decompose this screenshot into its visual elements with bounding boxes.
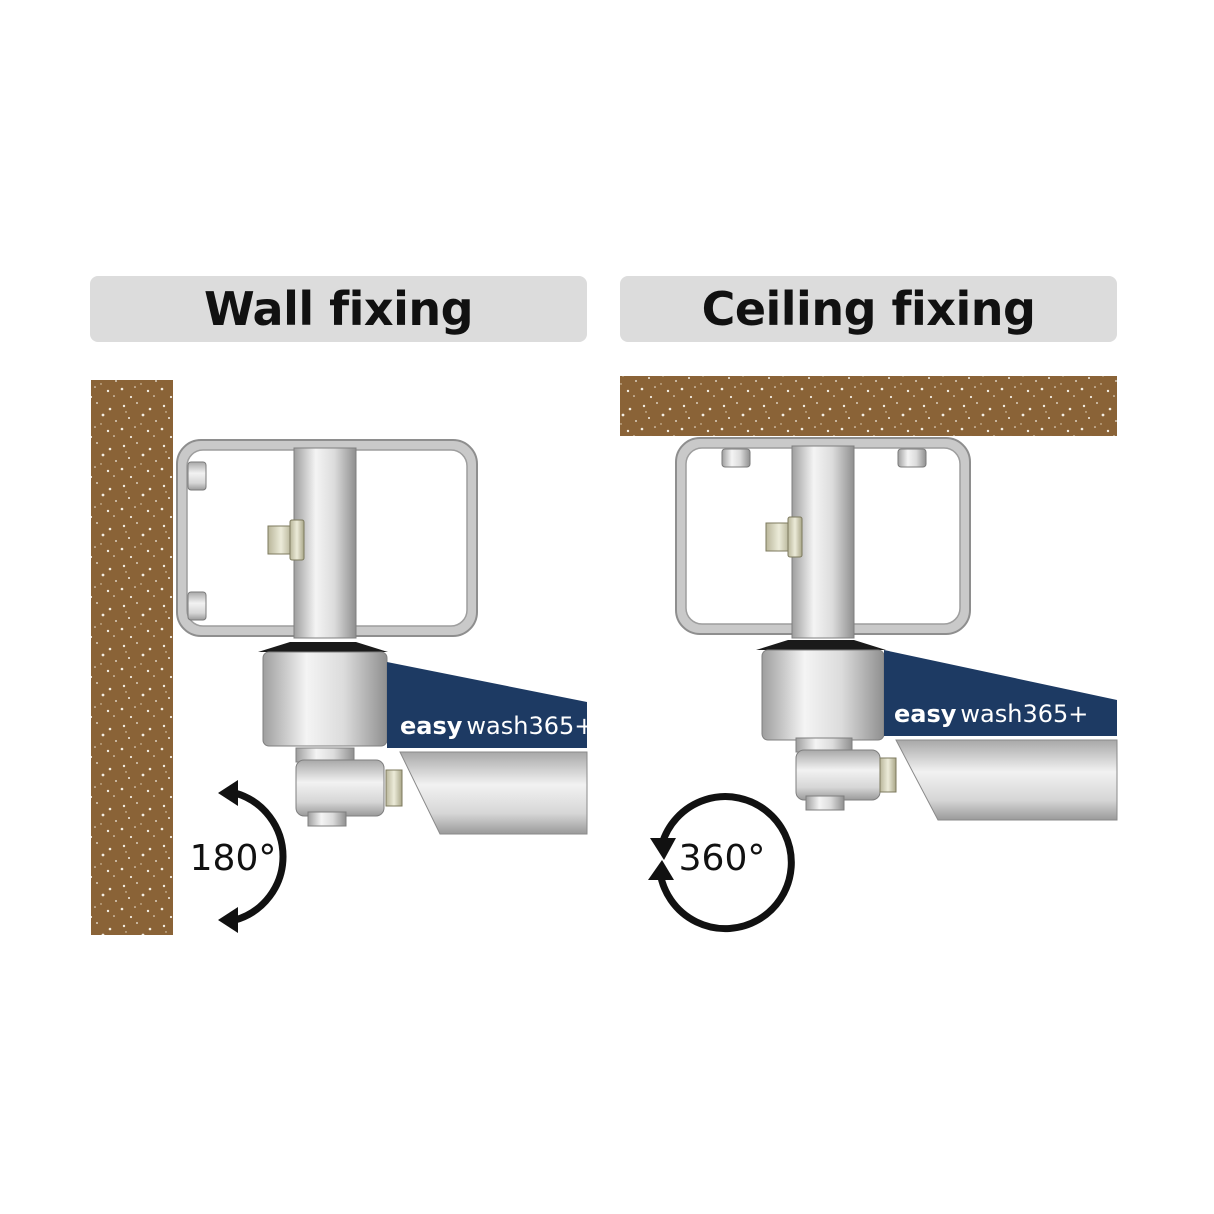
brand-wash: wash365+: [960, 700, 1088, 728]
bolt: [187, 591, 207, 621]
reel-drum: [895, 739, 1118, 821]
reel-housing: [387, 662, 587, 748]
reel-drum: [399, 751, 588, 835]
seal-ring: [756, 640, 886, 650]
rotation-arrow-180-icon: [218, 780, 287, 933]
bolt: [897, 448, 927, 468]
seal-ring: [258, 642, 388, 652]
rotation-arrow-360-icon: [648, 793, 795, 933]
ceiling-fixing-title: Ceiling fixing: [620, 276, 1117, 342]
reel-housing: [884, 650, 1117, 736]
brand-easy: easy: [400, 712, 463, 740]
swivel-head: [262, 651, 388, 747]
wall-fixing-title: Wall fixing: [90, 276, 587, 342]
bolt: [721, 448, 751, 468]
ceiling-surface: [620, 376, 1117, 436]
pivot-shaft: [293, 447, 357, 639]
swivel-head: [761, 649, 885, 741]
rotation-360-label: 360°: [679, 838, 766, 879]
swivel-joint: [295, 759, 385, 817]
wall-surface: [91, 380, 173, 935]
brand-wash: wash365+: [466, 712, 594, 740]
brand-easy: easy: [894, 700, 957, 728]
bolt: [187, 461, 207, 491]
swivel-joint: [795, 749, 881, 801]
rotation-180-label: 180°: [190, 838, 277, 879]
